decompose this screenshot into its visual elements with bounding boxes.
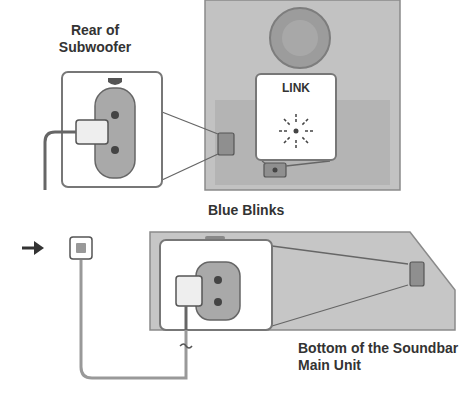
path-shape	[45, 132, 76, 190]
power-socket-callout	[160, 240, 272, 330]
line-shape	[272, 285, 408, 326]
path-shape	[34, 241, 44, 255]
rect-shape	[205, 0, 400, 190]
blink-ray	[295, 114, 297, 122]
circle-shape	[282, 20, 318, 56]
line-shape	[22, 247, 36, 250]
rect-shape	[62, 72, 162, 187]
blink-ray	[284, 119, 290, 125]
arrow	[22, 241, 44, 255]
blink-ray	[284, 137, 290, 143]
part-label: Rear of Subwoofer	[45, 22, 145, 56]
soundbar-main-unit	[150, 232, 455, 330]
rect-shape	[218, 133, 234, 155]
line-shape	[162, 154, 218, 180]
path-shape	[180, 344, 192, 348]
path-shape	[108, 78, 122, 85]
circle-shape	[111, 111, 119, 119]
line-shape	[286, 161, 330, 166]
line-shape	[162, 112, 218, 134]
part-label: Bottom of the Soundbar Main Unit	[298, 340, 463, 374]
blink-ray	[279, 130, 287, 132]
line-shape	[262, 161, 266, 164]
blink-ray	[302, 137, 308, 143]
rect-shape	[176, 276, 202, 306]
indicator-callout: LINK	[255, 73, 337, 161]
blink-indicator	[257, 101, 335, 159]
power-cable	[70, 237, 192, 378]
led-dot	[294, 129, 299, 134]
rect-shape	[70, 237, 92, 259]
circle-shape	[270, 8, 330, 68]
subwoofer-body	[205, 0, 400, 190]
rect-shape	[410, 262, 424, 286]
rect-shape	[264, 163, 286, 177]
circle-shape	[214, 276, 222, 284]
blink-ray	[302, 119, 308, 125]
circle-shape	[111, 146, 119, 154]
rect-shape	[160, 240, 272, 330]
rect-shape	[76, 243, 86, 253]
indicator-label: LINK	[257, 75, 335, 95]
circle-shape	[214, 298, 222, 306]
leader-lines	[272, 246, 408, 326]
part-label: Blue Blinks	[208, 202, 328, 219]
blink-ray	[305, 130, 313, 132]
rect-shape	[76, 120, 108, 144]
path-shape	[81, 260, 186, 378]
circle-shape	[273, 168, 278, 173]
blink-ray	[295, 140, 297, 148]
path-shape	[185, 306, 188, 330]
line-shape	[272, 246, 408, 264]
power-socket-callout	[45, 72, 162, 190]
path-shape	[150, 232, 455, 330]
